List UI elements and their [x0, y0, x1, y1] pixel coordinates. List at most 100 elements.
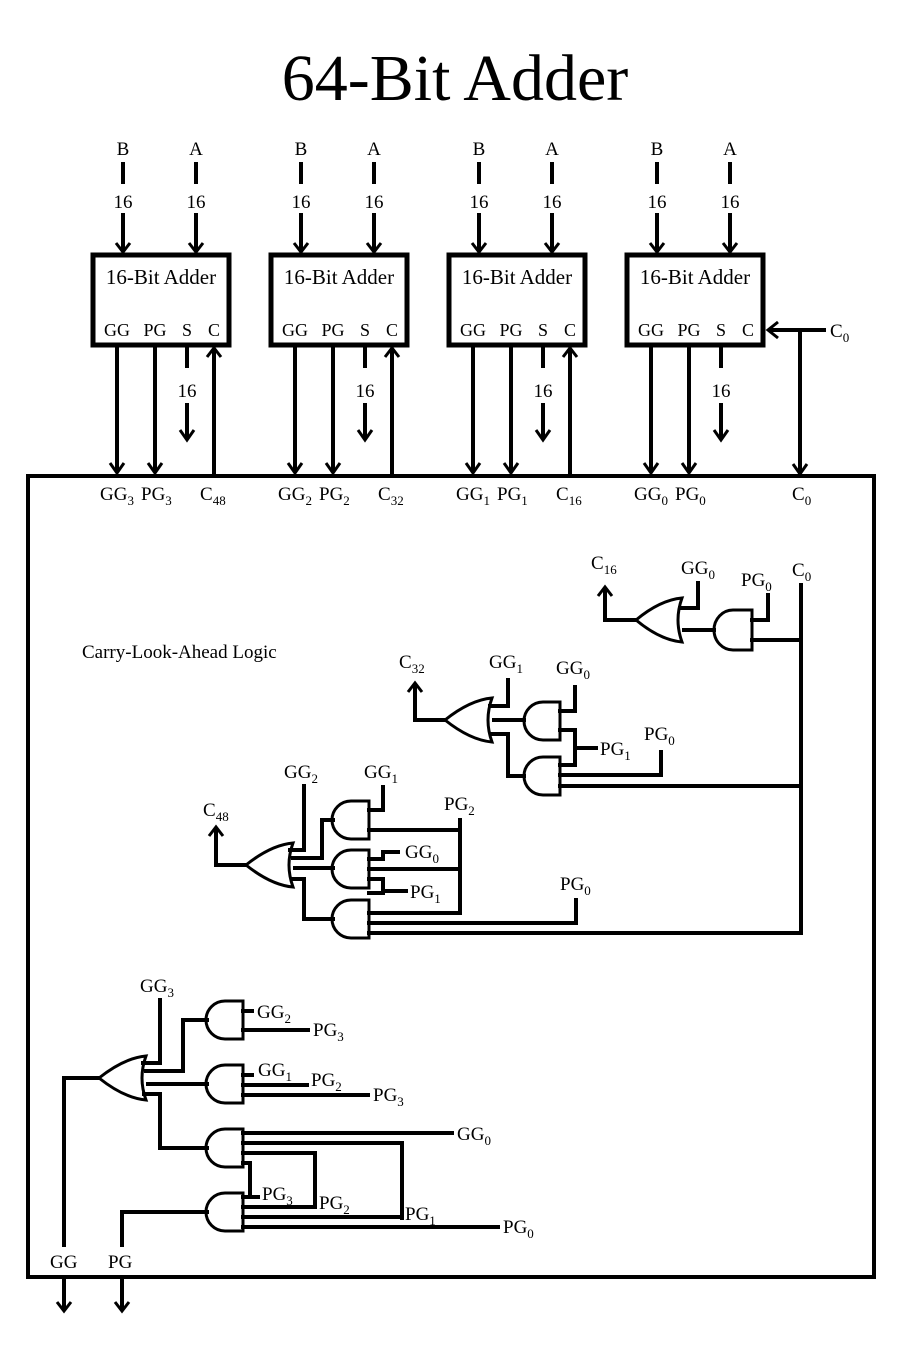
bus-pg-label: PG1 [497, 484, 528, 508]
input-arrowhead [721, 242, 739, 255]
port-label: PG [499, 320, 522, 340]
pg-in-pg1: PG1 [405, 1204, 436, 1228]
bus-pg-label: PG2 [319, 484, 350, 508]
input-b-width: 16 [470, 192, 489, 213]
and-gate [204, 1191, 245, 1233]
c48-in-gg0: GG0 [405, 842, 439, 866]
input-arrowhead [292, 242, 310, 255]
cla-title: Carry-Look-Ahead Logic [82, 642, 277, 663]
input-b-label: B [473, 139, 486, 160]
pg-in-pg3: PG3 [262, 1184, 293, 1208]
port-label: PG [143, 320, 166, 340]
bus-gg-label: GG2 [278, 484, 312, 508]
input-b-width: 16 [648, 192, 667, 213]
and-gate [330, 799, 371, 841]
c16-in-pg0: PG0 [741, 570, 772, 594]
input-a-width: 16 [365, 192, 384, 213]
bus-gg-label: GG1 [456, 484, 490, 508]
port-label: C [208, 320, 220, 340]
input-a-label: A [545, 139, 559, 160]
sum-width: 16 [712, 381, 731, 402]
gg-in-gg0: GG0 [457, 1124, 491, 1148]
port-label: GG [104, 320, 130, 340]
input-a-label: A [723, 139, 737, 160]
input-b-label: B [117, 139, 130, 160]
cla-box [26, 474, 876, 1279]
carry-in-arrowhead [765, 320, 779, 340]
c48-in-pg1: PG1 [410, 882, 441, 906]
adder-name: 16-Bit Adder [106, 265, 216, 289]
port-label: GG [460, 320, 486, 340]
input-a-width: 16 [721, 192, 740, 213]
gg-pg-logic: GG PG GG3 GG2 PG3 GG1 PG2 PG3 GG0 PG3 PG… [50, 976, 534, 1314]
pg-in-pg0: PG0 [503, 1217, 534, 1241]
port-label: C [742, 320, 754, 340]
bus-carry-label: C32 [378, 484, 404, 508]
gg-in-pg3b: PG3 [373, 1085, 404, 1109]
or-gate [243, 841, 296, 889]
bus-pg-label: PG3 [141, 484, 172, 508]
adder-box [446, 252, 588, 348]
adder-box [268, 252, 410, 348]
input-arrowhead [187, 242, 205, 255]
bus-carry-label: C16 [556, 484, 582, 508]
input-arrowhead [648, 242, 666, 255]
gg-output-arrow [55, 1301, 73, 1314]
port-label: S [716, 320, 726, 340]
port-label: GG [282, 320, 308, 340]
input-arrowhead [470, 242, 488, 255]
and-gate [204, 1127, 245, 1169]
port-label: S [538, 320, 548, 340]
input-b-width: 16 [114, 192, 133, 213]
c16-in-gg0: GG0 [681, 558, 715, 582]
c32-out-label: C32 [399, 652, 425, 676]
c32-logic: C32 GG1 GG0 PG1 PG0 [399, 652, 803, 797]
or-gate [633, 596, 685, 644]
c48-out-label: C48 [203, 800, 229, 824]
bus-gg-label: GG3 [100, 484, 134, 508]
pg-in-pg2: PG2 [319, 1193, 350, 1217]
c32-in-pg1: PG1 [600, 739, 631, 763]
and-gate [330, 848, 371, 890]
and-gate [522, 755, 562, 797]
port-label: S [182, 320, 192, 340]
adder-box [624, 252, 766, 348]
port-label: PG [321, 320, 344, 340]
port-label: C [386, 320, 398, 340]
pg-output-arrow [113, 1301, 131, 1314]
gg-in-gg2: GG2 [257, 1002, 291, 1026]
input-b-label: B [651, 139, 664, 160]
bus-c0-label: C0 [792, 484, 811, 508]
sum-width: 16 [356, 381, 375, 402]
c16-logic: C16 GG0 PG0 C0 [591, 553, 811, 935]
sum-width: 16 [178, 381, 197, 402]
c32-in-pg0: PG0 [644, 724, 675, 748]
and-gate [204, 999, 245, 1041]
gg-in-gg3: GG3 [140, 976, 174, 1000]
c16-out-label: C16 [591, 553, 617, 577]
diagram-title: 64-Bit Adder [282, 42, 628, 115]
adder-name: 16-Bit Adder [462, 265, 572, 289]
gg-in-gg1: GG1 [258, 1060, 292, 1084]
input-arrowhead [365, 242, 383, 255]
input-b-width: 16 [292, 192, 311, 213]
c48-in-pg0: PG0 [560, 874, 591, 898]
sum-width: 16 [534, 381, 553, 402]
carry-in-label: C0 [830, 321, 849, 345]
c48-in-pg2: PG2 [444, 794, 475, 818]
port-label: GG [638, 320, 664, 340]
gg-in-pg3a: PG3 [313, 1020, 344, 1044]
pg-output-label: PG [108, 1252, 133, 1273]
c48-in-gg1: GG1 [364, 762, 398, 786]
gg-in-pg2a: PG2 [311, 1070, 342, 1094]
or-gate [442, 696, 495, 744]
c16-out-wire [603, 588, 638, 622]
port-label: C [564, 320, 576, 340]
c48-logic: C48 GG2 GG1 PG2 GG0 PG1 PG0 [203, 762, 803, 940]
input-arrowhead [543, 242, 561, 255]
